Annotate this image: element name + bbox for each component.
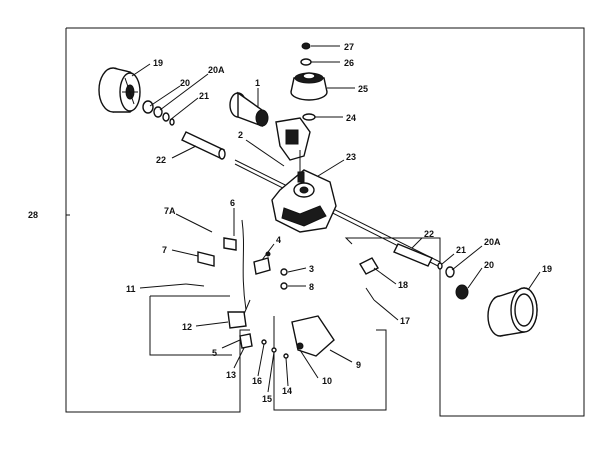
shift-lever xyxy=(359,257,379,301)
callout-11: 11 xyxy=(126,284,136,294)
callout-20-right: 20 xyxy=(484,260,494,270)
left-hub-parts xyxy=(142,100,175,126)
lower-linkage xyxy=(185,219,288,311)
callout-28: 28 xyxy=(28,210,38,220)
washer-26 xyxy=(300,58,312,66)
callout-21-right: 21 xyxy=(456,245,466,255)
callout-23: 23 xyxy=(346,152,356,162)
nut-27 xyxy=(301,42,311,50)
right-wheel xyxy=(487,287,538,337)
callout-12: 12 xyxy=(182,322,192,332)
callout-22-right: 22 xyxy=(424,229,434,239)
callout-20-left: 20 xyxy=(180,78,190,88)
callout-20A-right: 20A xyxy=(484,237,501,247)
transmission-housing xyxy=(271,169,337,233)
washer-24 xyxy=(302,113,316,121)
callout-7: 7 xyxy=(162,245,167,255)
lower-bracket-parts xyxy=(227,299,253,349)
callout-27: 27 xyxy=(344,42,354,52)
leader-lines xyxy=(131,45,541,393)
callout-14: 14 xyxy=(282,386,292,396)
callout-15: 15 xyxy=(262,394,272,404)
callout-2: 2 xyxy=(238,130,243,140)
assembly-boundary-line xyxy=(65,27,585,417)
axle-shaft xyxy=(234,159,441,263)
right-hub-parts xyxy=(437,262,469,300)
callout-20A-left: 20A xyxy=(208,65,225,75)
callout-22-left: 22 xyxy=(156,155,166,165)
callout-17: 17 xyxy=(400,316,410,326)
callout-13: 13 xyxy=(226,370,236,380)
left-wheel xyxy=(98,67,141,113)
callout-19-right: 19 xyxy=(542,264,552,274)
callout-5: 5 xyxy=(212,348,217,358)
lower-bracket-line xyxy=(149,295,387,411)
callout-16: 16 xyxy=(252,376,262,386)
right-axle-tube xyxy=(393,243,433,267)
input-shaft xyxy=(229,91,269,128)
callout-7A: 7A xyxy=(164,206,176,216)
callout-labels: 27 26 25 24 23 1 2 19 20 20A 21 22 28 7A… xyxy=(28,42,552,404)
callout-24: 24 xyxy=(346,113,356,123)
callout-4: 4 xyxy=(276,235,281,245)
bevel-gear xyxy=(290,72,328,101)
callout-6: 6 xyxy=(230,198,235,208)
callout-18: 18 xyxy=(398,280,408,290)
callout-9: 9 xyxy=(356,360,361,370)
callout-1: 1 xyxy=(255,78,260,88)
callout-25: 25 xyxy=(358,84,368,94)
callout-19-left: 19 xyxy=(153,58,163,68)
callout-21-left: 21 xyxy=(199,91,209,101)
left-axle-tube xyxy=(181,131,226,160)
callout-8: 8 xyxy=(309,282,314,292)
lower-cover xyxy=(261,315,335,359)
callout-3: 3 xyxy=(309,264,314,274)
callout-26: 26 xyxy=(344,58,354,68)
callout-10: 10 xyxy=(322,376,332,386)
